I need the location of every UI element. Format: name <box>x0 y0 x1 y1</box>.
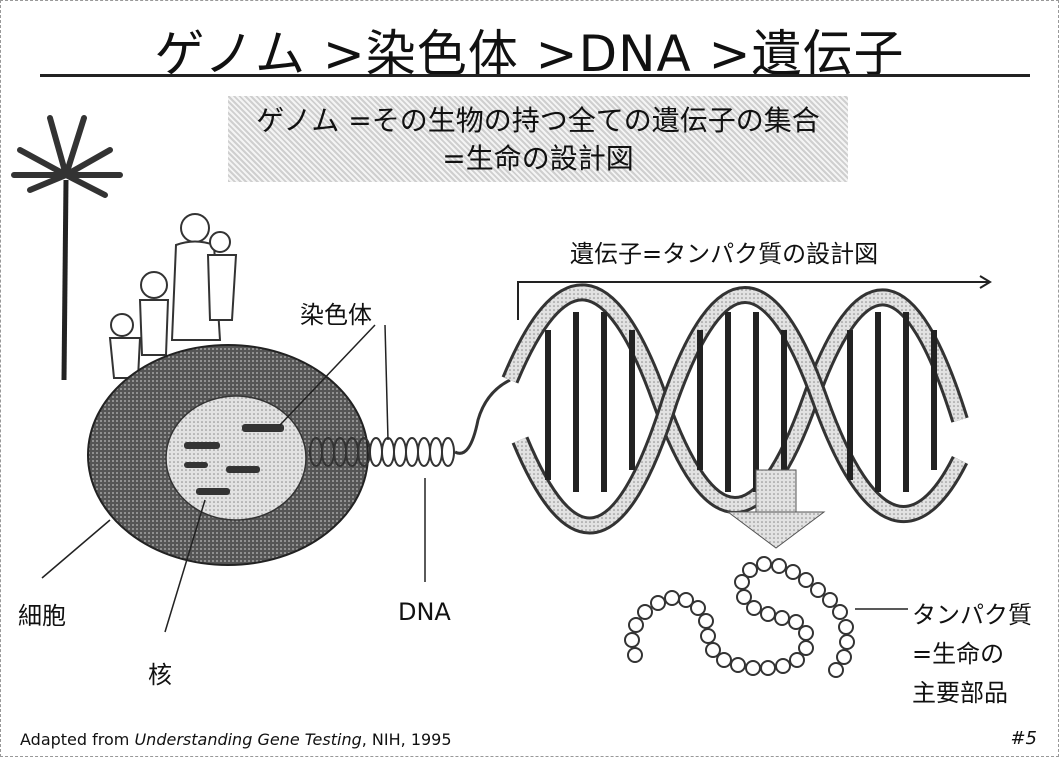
protein-label-line-3: 主要部品 <box>912 673 1008 708</box>
slide-number: #5 <box>1010 728 1037 749</box>
double-helix-icon <box>510 292 960 525</box>
cell-icon <box>88 345 368 565</box>
dna-label: DNA <box>398 598 451 626</box>
nucleus-label: 核 <box>148 655 172 690</box>
credit-source: Understanding Gene Testing <box>134 730 361 749</box>
gene-label: 遺伝子=タンパク質の設計図 <box>570 234 878 269</box>
protein-label-line-2: =生命の <box>912 634 1004 669</box>
credit-suffix: , NIH, 1995 <box>362 730 452 749</box>
cell-label: 細胞 <box>18 596 66 631</box>
protein-label-line-1: タンパク質 <box>912 595 1032 630</box>
chromosome-label: 染色体 <box>300 295 372 330</box>
palm-tree-icon <box>14 118 120 380</box>
protein-chain-icon <box>625 557 854 677</box>
credit-prefix: Adapted from <box>20 730 134 749</box>
source-credit: Adapted from Understanding Gene Testing,… <box>20 730 452 749</box>
